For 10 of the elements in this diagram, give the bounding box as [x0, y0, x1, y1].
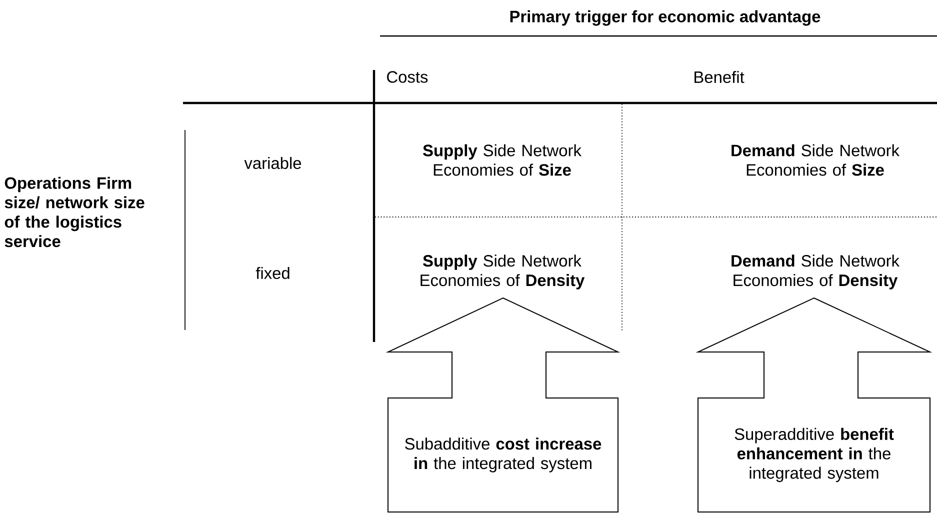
table-cell: Supply Side Network Economies of Density — [420, 254, 585, 290]
row-label: fixed — [256, 266, 290, 280]
table-cell: Demand Side Network Economies of Density — [732, 254, 900, 290]
row-label: variable — [244, 156, 302, 170]
table-cell: Supply Side Network Economies of Size — [423, 144, 582, 176]
heading: Primary trigger for economic advantage — [510, 10, 820, 26]
column-header: Benefit — [694, 70, 744, 84]
table-cell: Demand Side Network Economies of Size — [732, 144, 900, 176]
row-header: Operations Firm size/ network size of the logistics service — [4, 176, 144, 248]
column-header: Costs — [387, 71, 428, 83]
